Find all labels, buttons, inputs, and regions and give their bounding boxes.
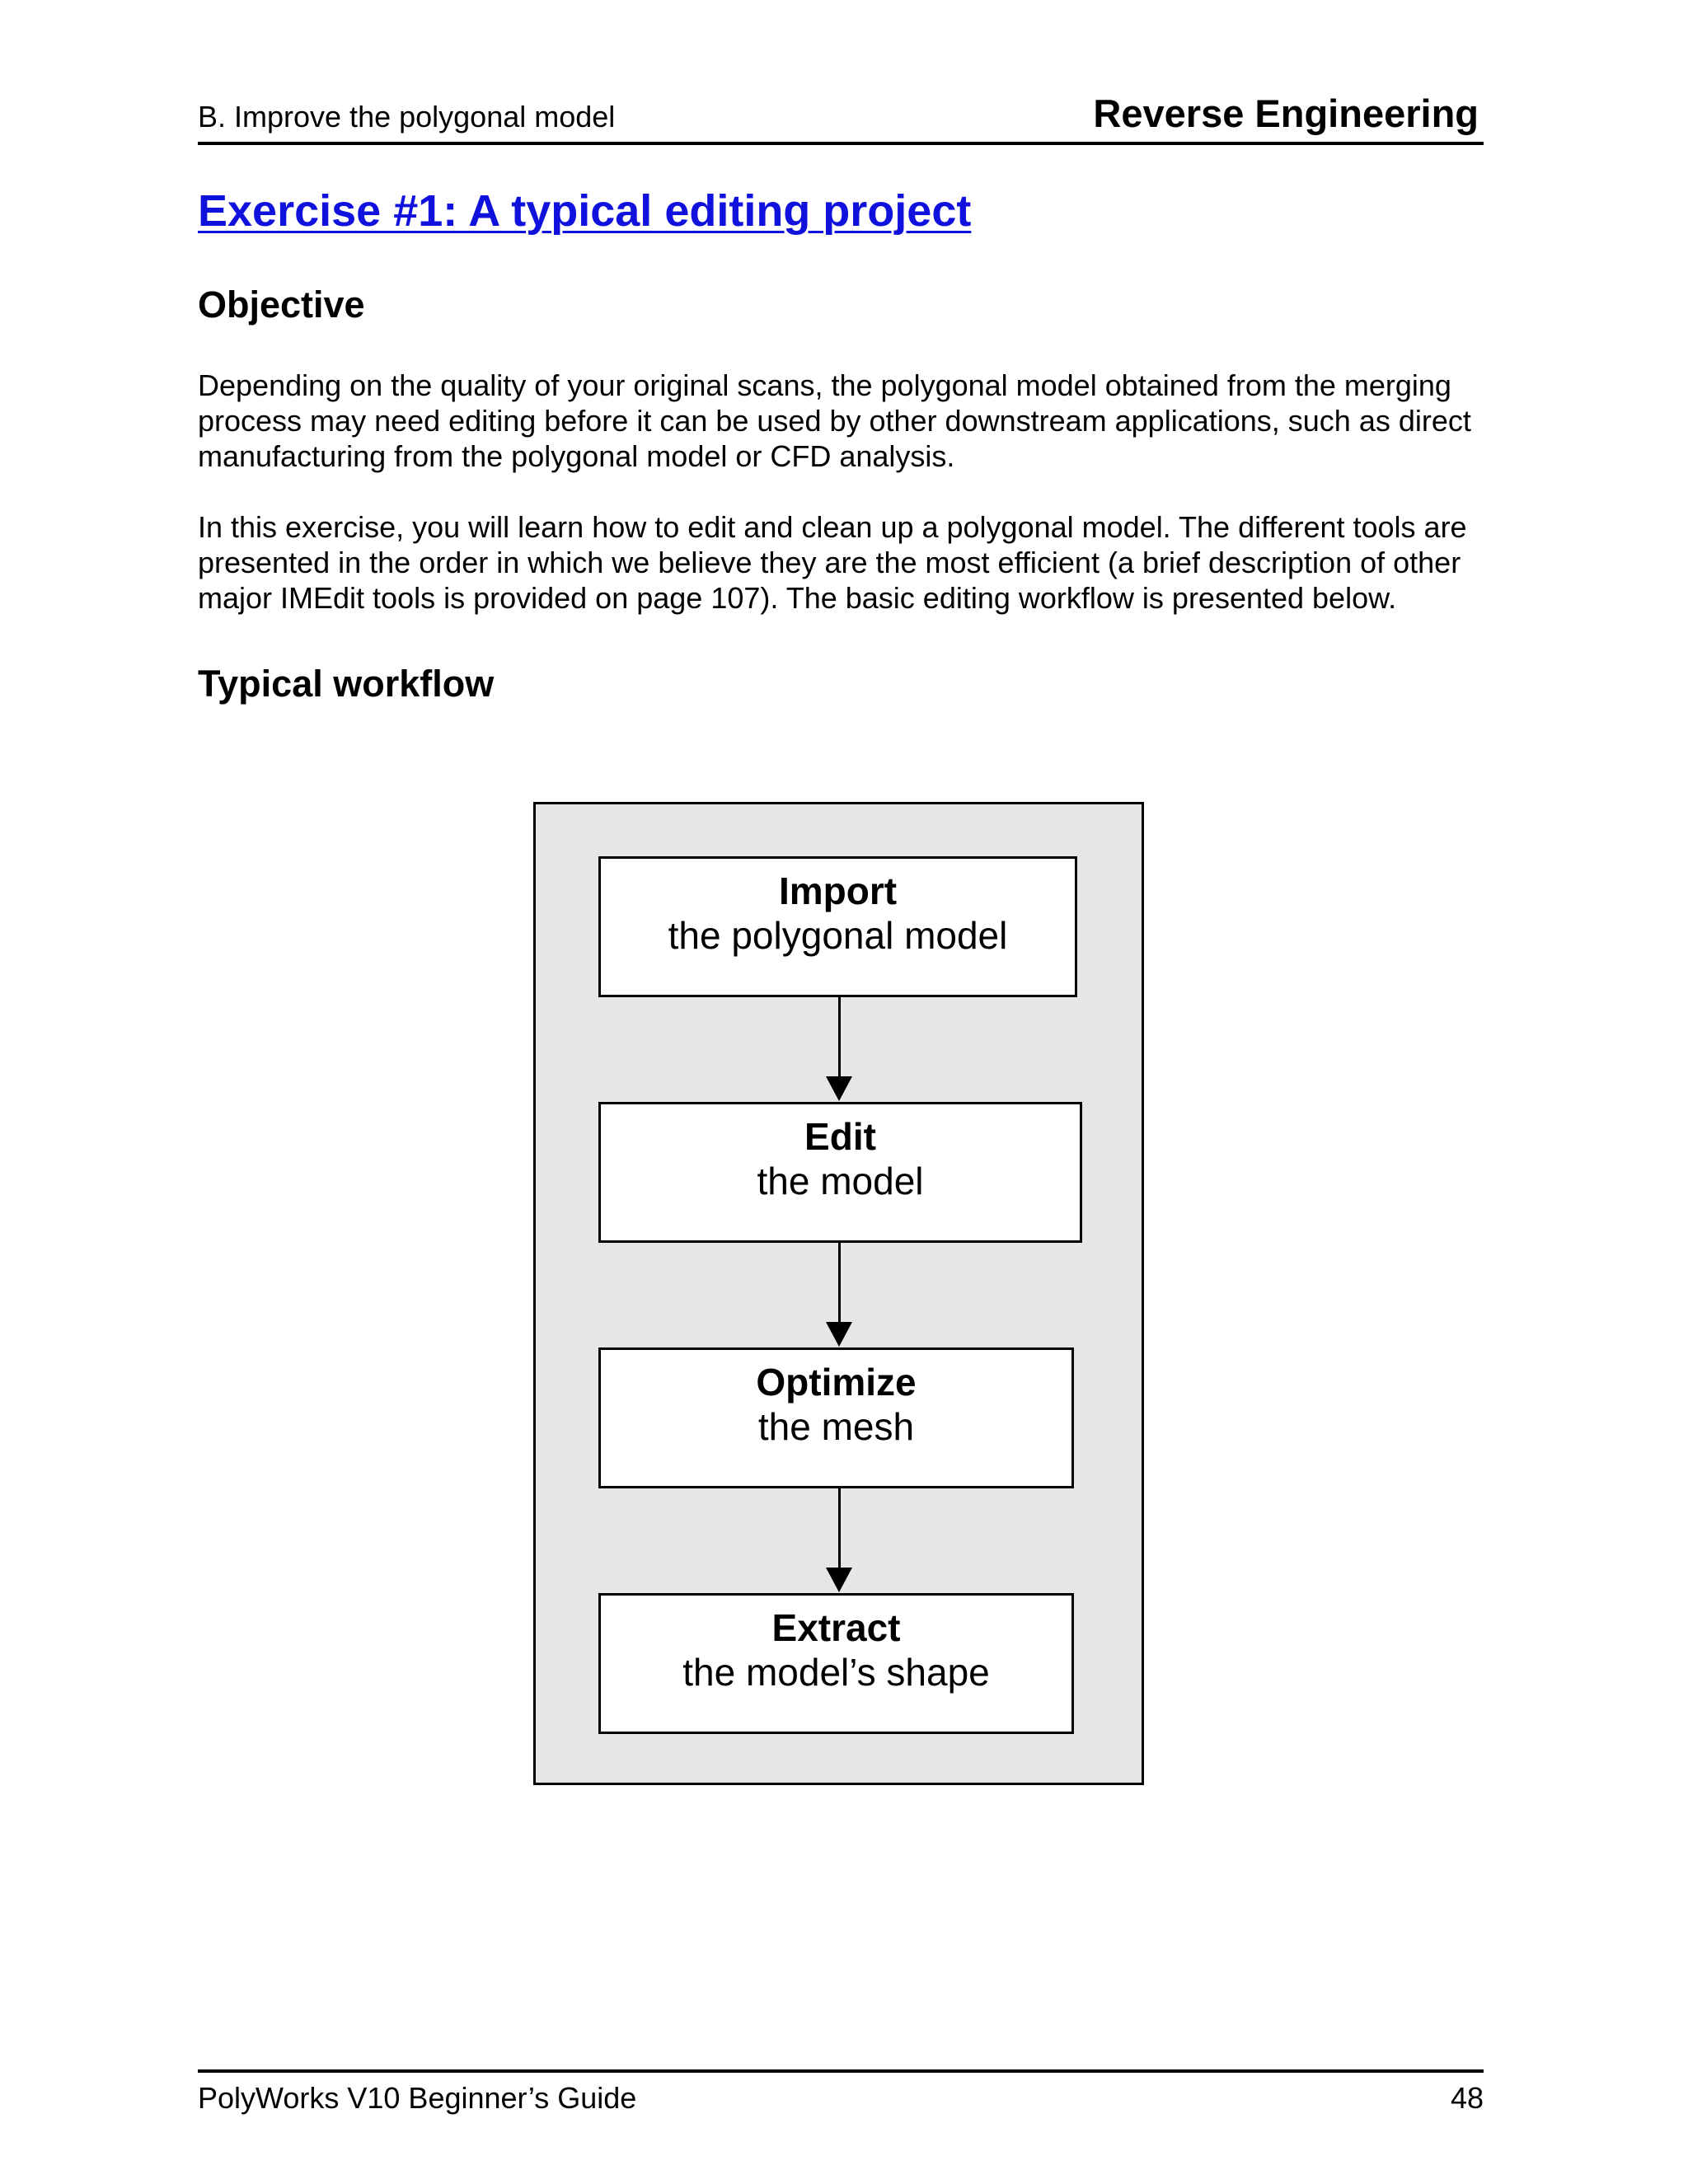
guide-title: PolyWorks V10 Beginner’s Guide (198, 2081, 637, 2115)
step-subtitle: the mesh (757, 1405, 915, 1448)
page-header: B. Improve the polygonal model Reverse E… (198, 89, 1484, 145)
step-subtitle: the model (757, 1160, 924, 1202)
paragraph-line: Depending on the quality of your origina… (198, 368, 1451, 402)
step-title: Extract (771, 1606, 901, 1649)
paragraph-line: presented in the order in which we belie… (198, 546, 1461, 579)
section-title: B. Improve the polygonal model (198, 100, 616, 134)
step-subtitle: the polygonal model (668, 914, 1008, 957)
objective-paragraph-2: In this exercise, you will learn how to … (198, 509, 1492, 616)
exercise-title-link[interactable]: Exercise #1: A typical editing project (198, 186, 972, 236)
paragraph-line: major IMEdit tools is provided on page 1… (198, 581, 1397, 615)
workflow-step-import: Import the polygonal model (598, 856, 1077, 997)
workflow-diagram: Import the polygonal model Edit the mode… (533, 802, 1144, 1785)
paragraph-line: manufacturing from the polygonal model o… (198, 439, 955, 473)
objective-paragraph-1: Depending on the quality of your origina… (198, 368, 1492, 474)
paragraph-line: In this exercise, you will learn how to … (198, 510, 1467, 544)
workflow-step-optimize: Optimize the mesh (598, 1347, 1074, 1488)
chapter-title: Reverse Engineering (1093, 91, 1479, 135)
paragraph-line: process may need editing before it can b… (198, 404, 1471, 438)
step-subtitle: the model’s shape (682, 1651, 990, 1694)
workflow-step-edit: Edit the model (598, 1102, 1082, 1243)
step-title: Import (778, 869, 898, 912)
page-footer: PolyWorks V10 Beginner’s Guide 48 (198, 2069, 1484, 2115)
objective-heading: Objective (198, 284, 365, 326)
step-title: Optimize (756, 1361, 917, 1404)
workflow-step-extract: Extract the model’s shape (598, 1593, 1074, 1734)
page-number: 48 (1450, 2081, 1484, 2115)
step-title: Edit (804, 1115, 876, 1158)
workflow-heading: Typical workflow (198, 663, 495, 705)
